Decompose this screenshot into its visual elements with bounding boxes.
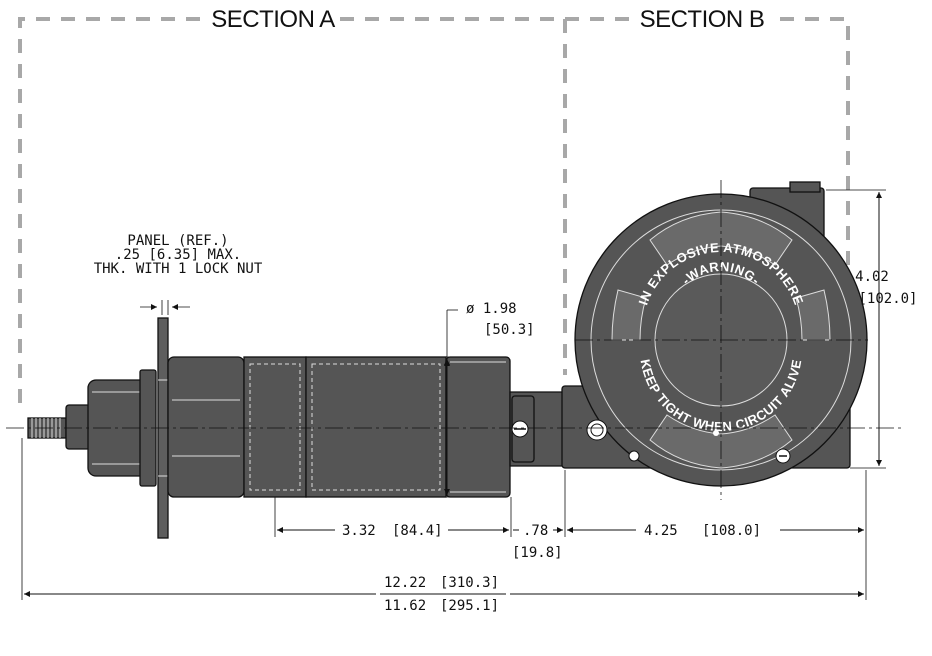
gap-in: .78 [523,523,548,539]
gap-dimension: .78 [19.8] [512,470,566,561]
overall-max-in: 12.22 [384,575,426,591]
panel-note: PANEL (REF.) .25 [6.35] MAX. THK. WITH 1… [94,233,263,315]
diameter-in: ø 1.98 [466,301,517,317]
section-b-boundary [565,17,850,375]
sensor-body [243,356,511,498]
section-a-boundary [18,17,567,410]
section-b-label: SECTION B [640,6,765,33]
explosion-proof-housing: IN EXPLOSIVE ATMOSPHERE -WARNING- KEEP T… [561,181,868,487]
panel-note-line-3: THK. WITH 1 LOCK NUT [94,261,263,277]
panel-note-line-2: .25 [6.35] MAX. [115,247,241,263]
body-length-mm: [84.4] [392,523,443,539]
hex-adapter [167,356,245,498]
panel-note-line-1: PANEL (REF.) [127,233,228,249]
conduit-neck [509,391,571,467]
overall-max-mm: [310.3] [440,575,499,591]
body-length-in: 3.32 [342,523,376,539]
section-a-label: SECTION A [211,6,335,33]
overall-length-dimension: 12.22 [310.3] 11.62 [295.1] [21,438,864,614]
diameter-dimension: ø 1.98 [50.3] [440,301,535,498]
gap-mm: [19.8] [512,545,563,561]
body-length-dimension: 3.32 [84.4] [274,497,512,539]
centerlines [6,180,905,500]
height-dimension: 4.02 [102.0] [826,189,918,469]
overall-min-in: 11.62 [384,598,426,614]
housing-length-mm: [108.0] [702,523,761,539]
height-in: 4.02 [855,269,889,285]
overall-min-mm: [295.1] [440,598,499,614]
diameter-mm: [50.3] [484,322,535,338]
housing-length-dimension: 4.25 [108.0] [567,470,867,600]
housing-length-in: 4.25 [644,523,678,539]
height-mm: [102.0] [858,291,917,307]
